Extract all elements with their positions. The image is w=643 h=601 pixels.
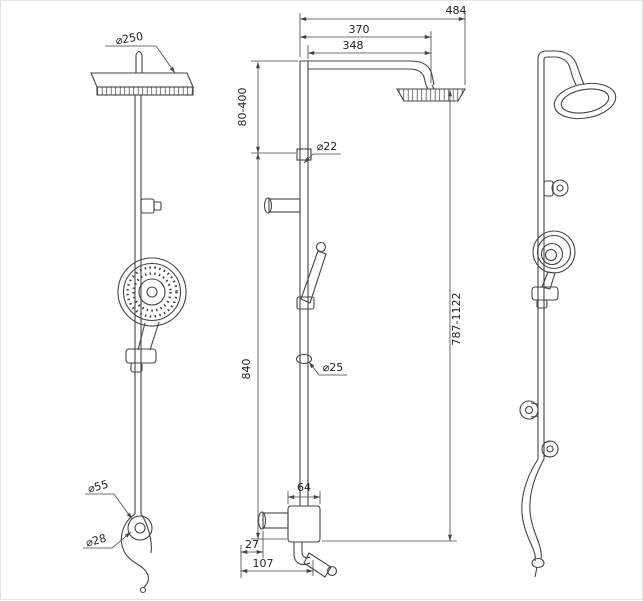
persp-riser-rail bbox=[537, 59, 545, 459]
dimension-labels: ⌀250 484 370 348 80-400 ⌀22 840 ⌀25 787-… bbox=[84, 4, 466, 570]
front-shower-head bbox=[90, 72, 194, 96]
side-shower-head bbox=[396, 84, 466, 102]
front-view bbox=[90, 50, 194, 594]
front-top-pipe bbox=[135, 50, 143, 73]
dim-lower-pipe-diameter: ⌀25 bbox=[323, 361, 344, 374]
dim-mixer-width: 64 bbox=[297, 481, 311, 494]
leader-head-diameter bbox=[105, 45, 176, 74]
side-ring-nut bbox=[295, 353, 313, 365]
persp-slider-bracket bbox=[531, 286, 559, 309]
front-slider-bracket bbox=[125, 348, 157, 373]
perspective-view bbox=[519, 50, 617, 578]
persp-shower-head bbox=[553, 76, 617, 120]
dim-riser-pipe-diameter: ⌀22 bbox=[317, 140, 338, 153]
persp-top-arm bbox=[537, 50, 582, 79]
persp-hand-shower bbox=[532, 230, 576, 290]
persp-lower-fittings bbox=[519, 400, 559, 458]
dim-head-diameter: ⌀250 bbox=[115, 30, 144, 48]
leader-riser-diameter bbox=[303, 153, 341, 164]
dim-arm-length-outer: 370 bbox=[349, 23, 370, 36]
leader-hose-inner bbox=[83, 531, 132, 549]
side-top-arm bbox=[300, 60, 435, 86]
dim-bottom-depth: 107 bbox=[253, 557, 274, 570]
dim-hose-fitting-inner: ⌀28 bbox=[84, 532, 107, 550]
dim-arm-length-inner: 348 bbox=[343, 39, 364, 52]
leader-hose-outer bbox=[85, 493, 133, 520]
side-hand-shower-wand bbox=[296, 241, 327, 310]
front-diverter-fitting bbox=[140, 198, 162, 214]
side-riser-pipe bbox=[299, 61, 309, 506]
persp-wall-bracket bbox=[543, 179, 569, 197]
dimension-lines bbox=[83, 13, 466, 578]
dim-bottom-offset: 27 bbox=[245, 538, 259, 551]
dim-hose-fitting-outer: ⌀55 bbox=[86, 478, 109, 496]
leader-lower-diameter bbox=[308, 361, 347, 376]
front-riser-rail bbox=[134, 95, 142, 514]
dim-overall-height-range: 787-1122 bbox=[450, 293, 463, 346]
side-diverter-handle bbox=[263, 197, 301, 214]
dim-height-adjust-range: 80-400 bbox=[236, 88, 249, 127]
dim-rail-length: 840 bbox=[240, 359, 253, 380]
side-mixer-body bbox=[257, 505, 338, 578]
dim-overall-width: 484 bbox=[446, 4, 467, 17]
front-hand-shower bbox=[117, 257, 187, 351]
side-view bbox=[257, 60, 466, 578]
persp-hose bbox=[521, 458, 545, 578]
front-hose-fitting bbox=[120, 513, 153, 594]
